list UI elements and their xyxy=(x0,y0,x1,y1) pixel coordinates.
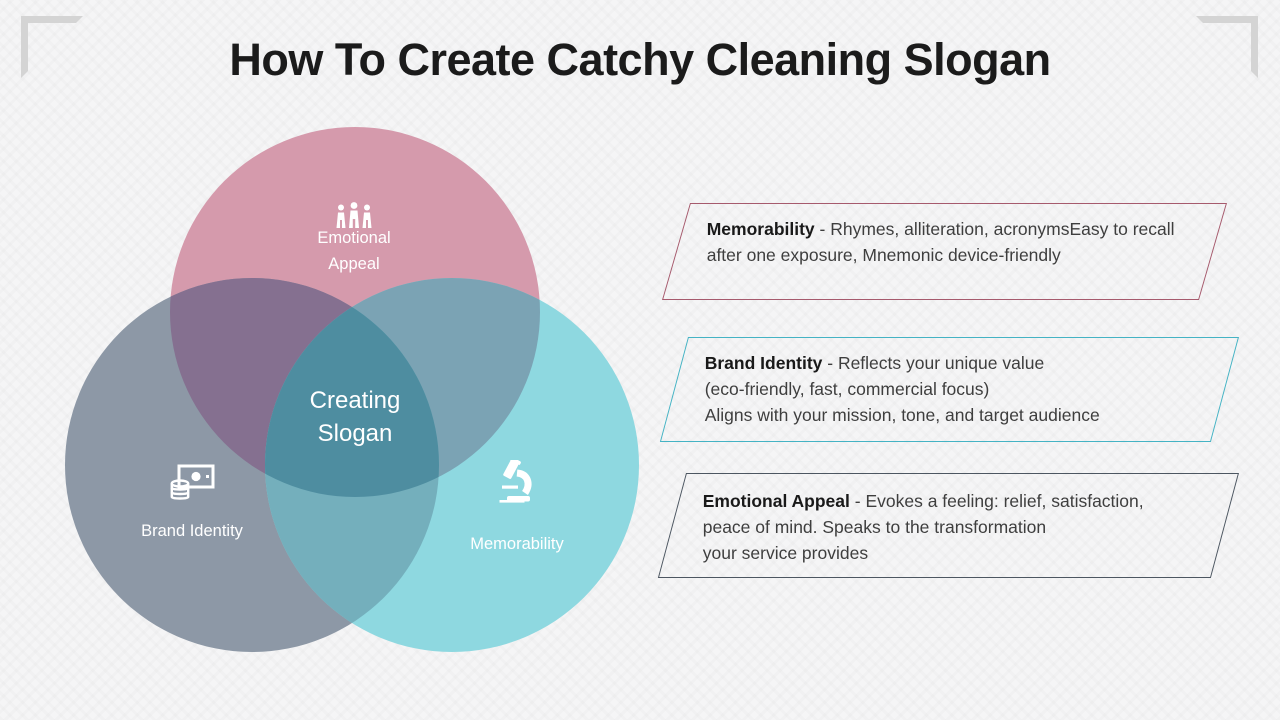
callout-line: Memorability - Rhymes, alliteration, acr… xyxy=(706,219,1175,239)
label-brand-identity: Brand Identity xyxy=(141,522,243,540)
corner-bracket-top-right xyxy=(1196,16,1258,78)
corner-bracket-top-left xyxy=(21,16,83,78)
overlap-center xyxy=(265,278,439,497)
callout-line: Aligns with your mission, tone, and targ… xyxy=(704,405,1100,425)
callout-line: your service provides xyxy=(702,543,869,563)
callout-memorability: Memorability - Rhymes, alliteration, acr… xyxy=(662,203,1227,300)
callout-line: Emotional Appeal - Evokes a feeling: rel… xyxy=(702,491,1144,511)
microscope-icon xyxy=(496,460,540,506)
banknote-coins-icon xyxy=(166,462,216,502)
slide-title: How To Create Catchy Cleaning Slogan xyxy=(229,34,1051,85)
callout-line: peace of mind. Speaks to the transformat… xyxy=(702,517,1047,537)
label-creating-slogan: Creating Slogan xyxy=(309,387,401,447)
label-emotional-appeal: Emotional Appeal xyxy=(317,229,391,273)
callout-line: after one exposure, Mnemonic device-frie… xyxy=(706,245,1061,265)
callout-line: (eco-friendly, fast, commercial focus) xyxy=(704,379,990,399)
callout-emotional-appeal: Emotional Appeal - Evokes a feeling: rel… xyxy=(657,473,1239,578)
callout-line: Brand Identity - Reflects your unique va… xyxy=(704,353,1045,373)
label-memorability: Memorability xyxy=(470,535,564,553)
callout-brand-identity: Brand Identity - Reflects your unique va… xyxy=(659,337,1239,442)
people-icon xyxy=(332,202,376,228)
